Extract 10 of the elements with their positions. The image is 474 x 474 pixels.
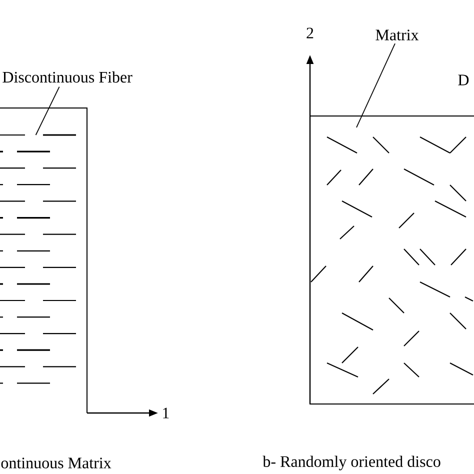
axis-label: 2 (306, 28, 314, 38)
callout-label: Matrix (376, 30, 419, 40)
partial-label: D (458, 74, 469, 86)
leader-line (356, 43, 396, 128)
panel-caption: b- Randomly oriented disco (262, 456, 440, 470)
callout-label: Discontinuous Fiber (2, 71, 132, 83)
leader-line (35, 86, 60, 136)
axis-label: 1 (163, 408, 169, 418)
panel-caption: ontinuous Matrix (1, 458, 112, 468)
fiber-dash (43, 134, 76, 136)
